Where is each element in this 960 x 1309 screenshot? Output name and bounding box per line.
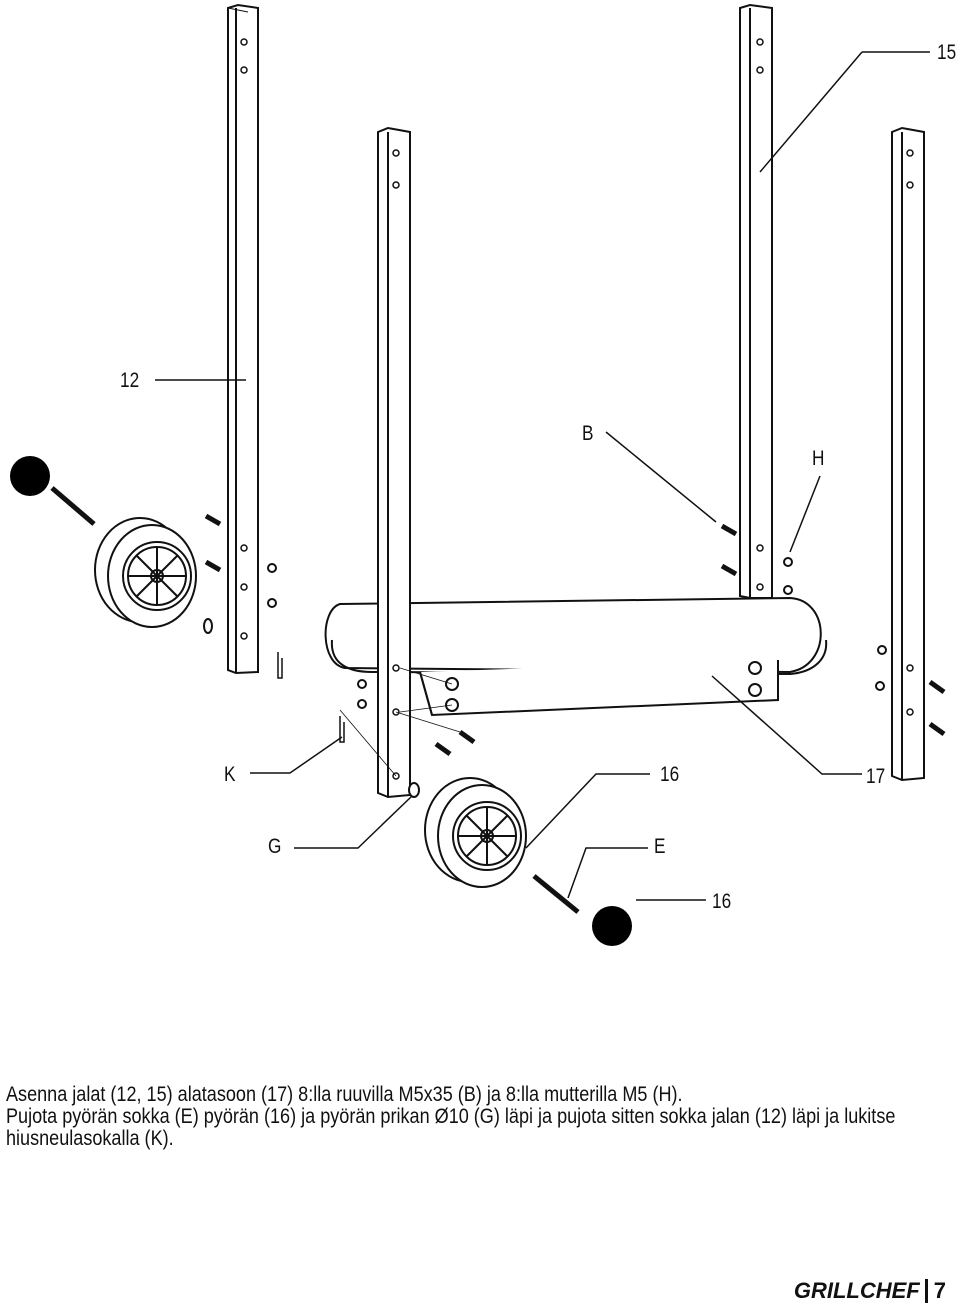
axle-left bbox=[50, 486, 96, 526]
label-16-wheel: 16 bbox=[660, 763, 680, 786]
label-E: E bbox=[654, 835, 666, 858]
hub-cap-right bbox=[592, 906, 632, 946]
leader-H bbox=[789, 475, 821, 553]
leg-12 bbox=[227, 3, 259, 675]
leader-17 bbox=[711, 675, 862, 775]
label-H: H bbox=[812, 447, 825, 470]
page-number: 7 bbox=[933, 1278, 946, 1303]
assembly-diagram bbox=[10, 3, 946, 946]
leader-G bbox=[294, 795, 413, 849]
leg-15 bbox=[739, 3, 773, 599]
leader-16a bbox=[525, 773, 650, 849]
hub-cap-left bbox=[10, 456, 50, 496]
instruction-line-2: Pujota pyörän sokka (E) pyörän (16) ja p… bbox=[6, 1105, 896, 1128]
axle-right bbox=[532, 874, 580, 914]
shelf-17 bbox=[324, 596, 828, 717]
label-G: G bbox=[268, 835, 282, 858]
brand-separator bbox=[924, 1279, 928, 1303]
leader-K bbox=[250, 736, 343, 774]
label-17: 17 bbox=[866, 765, 886, 788]
assembly-instructions: Asenna jalat (12, 15) alatasoon (17) 8:l… bbox=[6, 1084, 956, 1150]
brand-name: GRILLCHEF bbox=[793, 1278, 920, 1303]
wheel-left bbox=[94, 517, 197, 628]
leg-front-right bbox=[891, 126, 925, 782]
leg-front-left bbox=[377, 126, 411, 799]
leader-E bbox=[567, 847, 648, 899]
instruction-line-1: Asenna jalat (12, 15) alatasoon (17) 8:l… bbox=[6, 1083, 683, 1106]
wheel-right bbox=[424, 777, 527, 888]
washer-left bbox=[203, 618, 213, 634]
label-16-cap: 16 bbox=[712, 890, 732, 913]
label-12: 12 bbox=[120, 369, 140, 392]
footer-brand: GRILLCHEF 7 bbox=[794, 1278, 946, 1304]
label-15: 15 bbox=[937, 41, 957, 64]
label-B: B bbox=[582, 422, 594, 445]
washer-right bbox=[408, 782, 420, 798]
label-K: K bbox=[224, 763, 236, 786]
instruction-line-3: hiusneulasokalla (K). bbox=[6, 1127, 174, 1150]
leader-B bbox=[605, 431, 717, 523]
